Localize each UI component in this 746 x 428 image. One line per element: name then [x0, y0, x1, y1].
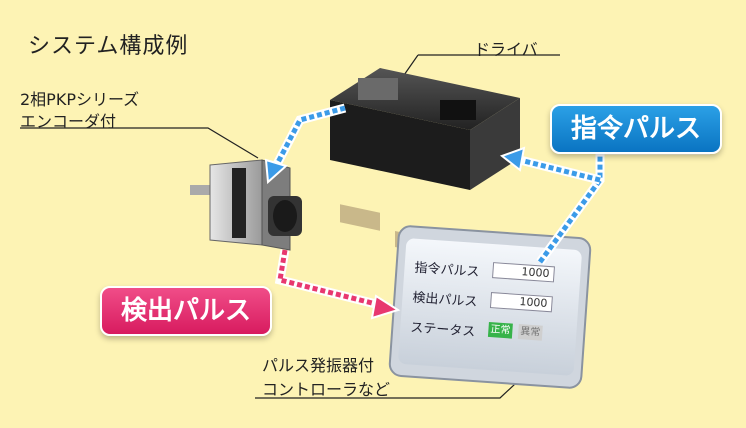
- detect-pulse-arrow: [274, 249, 401, 320]
- panel-status-label: ステータス: [409, 320, 476, 341]
- controller-screen: 指令パルス 1000 検出パルス 1000 ステータス 正常 異常: [404, 246, 581, 368]
- status-ok-indicator: 正常: [487, 321, 513, 339]
- diagram-title: システム構成例: [28, 34, 189, 59]
- detect-pulse-badge: 検出パルス: [100, 286, 272, 336]
- controller-label-line1: パルス発振器付: [262, 356, 375, 375]
- panel-row-detect-value: 1000: [489, 292, 553, 313]
- panel-row-detect-label: 検出パルス: [411, 290, 478, 311]
- panel-row-command-label: 指令パルス: [414, 260, 480, 281]
- panel-row-command-value: 1000: [492, 262, 555, 283]
- status-alarm-indicator: 異常: [517, 324, 543, 341]
- driver-label: ドライバ: [474, 40, 538, 59]
- stepping-motor: [190, 159, 302, 251]
- command-pulse-badge: 指令パルス: [550, 104, 722, 154]
- motor-label-line2: エンコーダ付: [20, 112, 117, 131]
- controller-label-line2: コントローラなど: [262, 380, 391, 399]
- motor-label-line1: 2相PKPシリーズ: [20, 90, 140, 109]
- motor-leader-line: [20, 127, 259, 159]
